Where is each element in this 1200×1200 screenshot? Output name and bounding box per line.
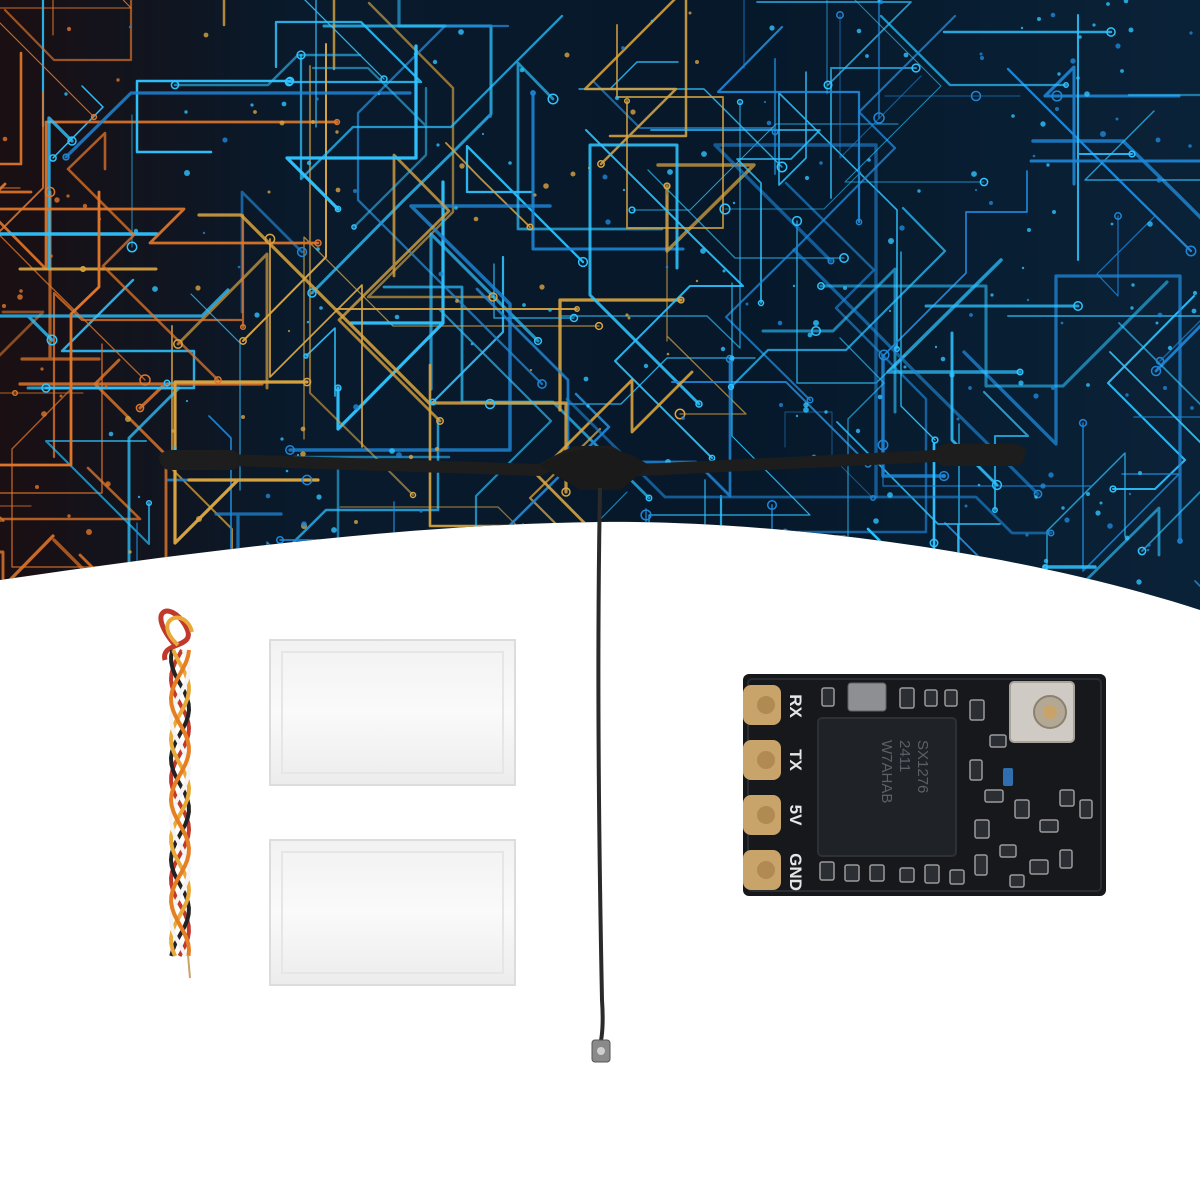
chip-text-3: W7AHAB <box>878 740 895 803</box>
ufl-connector-icon <box>591 1039 611 1063</box>
pin-label-gnd: GND <box>786 853 805 891</box>
wire-harness-icon <box>158 608 194 979</box>
main-chip <box>817 717 957 857</box>
chip-text-1: SX1276 <box>914 740 931 793</box>
pin-label-5v: 5V <box>786 805 805 826</box>
pin-label-rx: RX <box>786 694 805 718</box>
chip-text-2: 2411 <box>896 740 913 772</box>
film-sheet-icon <box>269 639 516 986</box>
crystal <box>847 682 887 712</box>
board-ufl-connector-icon <box>1009 681 1075 743</box>
pin-label-tx: TX <box>786 749 805 771</box>
pin-pads <box>743 685 781 890</box>
receiver-board-icon: RX TX 5V GND SX1276 2411 W7AHAB <box>743 674 1106 896</box>
t-antenna-icon <box>159 444 1026 1063</box>
